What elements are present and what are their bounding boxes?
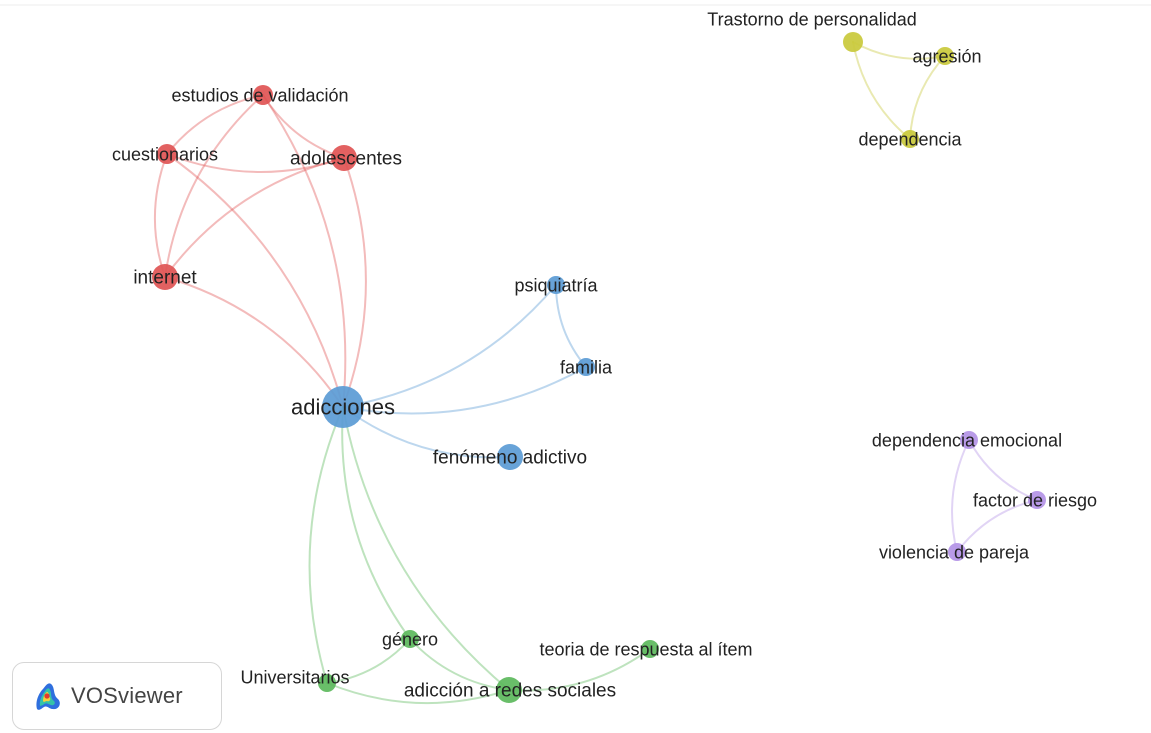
node-label-agresion[interactable]: agresión [912, 46, 981, 66]
node-adolescentes[interactable] [331, 145, 357, 171]
edge-estudios-cuestionarios [166, 94, 264, 155]
node-label-internet[interactable]: internet [133, 268, 197, 289]
edge-adicciones-redes [342, 406, 510, 691]
edge-adicciones-estudios [262, 94, 347, 408]
edge-adicciones-fenomeno [342, 406, 511, 459]
edge-adicciones-familia [342, 366, 587, 415]
edge-adolescentes-internet [164, 157, 345, 278]
node-dependencia[interactable] [901, 130, 919, 148]
edge-adicciones-cuestionarios [166, 153, 344, 408]
node-depemocional[interactable] [960, 431, 978, 449]
node-cuestionarios[interactable] [157, 144, 177, 164]
node-layer [152, 32, 1046, 703]
vosviewer-badge: VOSviewer [12, 662, 222, 730]
edge-universitarios-genero [326, 638, 411, 684]
edge-cuestionarios-internet [153, 153, 168, 278]
node-redes[interactable] [496, 677, 522, 703]
edge-estudios-internet [164, 94, 264, 278]
edge-adicciones-psiquiatria [342, 284, 557, 408]
node-label-genero[interactable]: género [382, 629, 438, 649]
edge-redes-teoria [508, 648, 651, 692]
edge-depemocional-factor [968, 439, 1038, 501]
node-label-teoria[interactable]: teoria de respuesta al ítem [539, 639, 752, 659]
node-label-redes[interactable]: adicción a redes sociales [404, 681, 616, 702]
edge-adicciones-universitarios [308, 406, 344, 684]
node-label-trastorno[interactable]: Trastorno de personalidad [707, 9, 916, 29]
node-violencia[interactable] [948, 543, 966, 561]
vosviewer-brand-name: VOSviewer [71, 683, 183, 708]
node-internet[interactable] [152, 264, 178, 290]
node-genero[interactable] [401, 630, 419, 648]
node-estudios[interactable] [253, 85, 273, 105]
node-psiquiatria[interactable] [547, 276, 565, 294]
node-label-depemocional[interactable]: dependencia emocional [872, 430, 1062, 450]
node-teoria[interactable] [641, 640, 659, 658]
node-label-adolescentes[interactable]: adolescentes [290, 149, 402, 170]
edge-factor-violencia [956, 499, 1038, 553]
node-label-psiquiatria[interactable]: psiquiatría [514, 275, 598, 295]
node-agresion[interactable] [936, 47, 954, 65]
edge-adicciones-genero [341, 406, 411, 640]
edge-depemocional-violencia [951, 439, 970, 553]
edge-adicciones-adolescentes [342, 157, 367, 408]
node-label-dependencia[interactable]: dependencia [858, 129, 962, 149]
edge-psiquiatria-familia [555, 284, 587, 368]
node-universitarios[interactable] [318, 674, 336, 692]
node-label-fenomeno[interactable]: fenómeno adictivo [433, 448, 587, 469]
vosviewer-density-logo-icon [36, 683, 60, 710]
node-factor[interactable] [1028, 491, 1046, 509]
edge-layer [153, 41, 1038, 705]
node-label-universitarios[interactable]: Universitarios [240, 667, 349, 687]
label-layer: adicciones psiquiatría familia fenómeno adi… [112, 9, 1097, 701]
edge-cuestionarios-adolescentes [166, 153, 345, 173]
edge-agresion-dependencia [909, 55, 946, 140]
node-fenomeno[interactable] [497, 444, 523, 470]
edge-adicciones-internet [164, 276, 344, 408]
node-adicciones[interactable] [322, 386, 364, 428]
node-label-factor[interactable]: factor de riesgo [973, 490, 1097, 510]
node-label-violencia[interactable]: violencia de pareja [879, 542, 1030, 562]
node-label-adicciones[interactable]: adicciones [291, 395, 395, 420]
edge-universitarios-redes [326, 682, 510, 705]
node-label-familia[interactable]: familia [560, 357, 613, 377]
node-label-estudios[interactable]: estudios de validación [171, 85, 348, 105]
node-label-cuestionarios[interactable]: cuestionarios [112, 144, 218, 164]
node-familia[interactable] [577, 358, 595, 376]
edge-trastorno-dependencia [852, 41, 911, 140]
node-trastorno[interactable] [843, 32, 863, 52]
